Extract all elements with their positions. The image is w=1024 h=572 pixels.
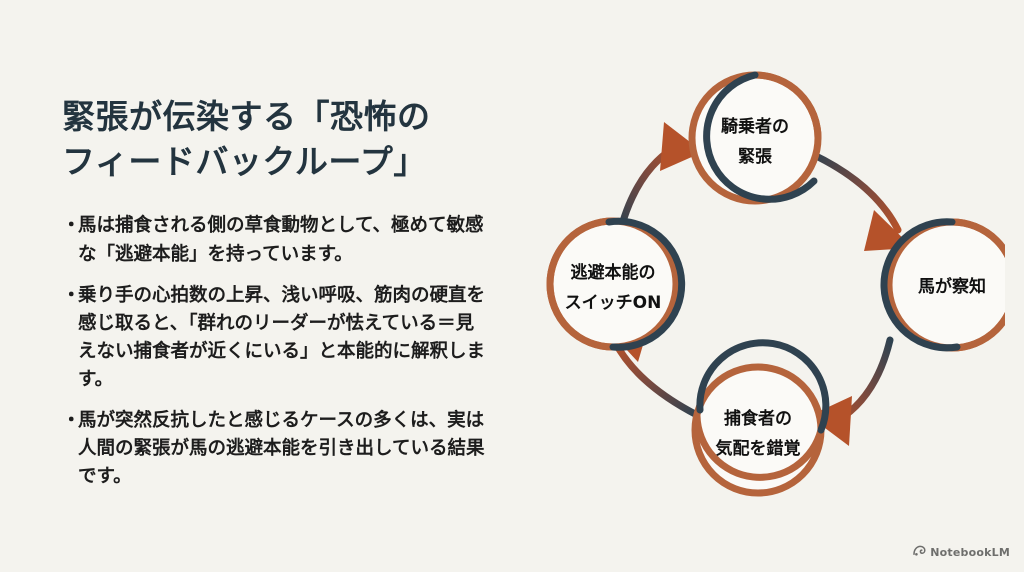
node-bottom-line-1: 捕食者の [724, 408, 792, 429]
node-bottom[interactable]: 捕食者の 気配を錯覚 [691, 339, 830, 497]
node-bottom-line-2: 気配を錯覚 [715, 438, 801, 459]
text-content-column: 緊張が伝染する「恐怖の フィードバックループ」 ・ 馬は捕食される側の草食動物と… [62, 96, 492, 491]
list-item-text: 馬が突然反抗したと感じるケースの多くは、実は人間の緊張が馬の逃避本能を引き出して… [78, 410, 485, 488]
bullet-marker: ・ [62, 410, 81, 432]
list-item: ・ 馬が突然反抗したと感じるケースの多くは、実は人間の緊張が馬の逃避本能を引き出… [62, 407, 492, 491]
bullet-marker: ・ [62, 284, 81, 306]
feedback-loop-diagram: 騎乗者の 緊張 馬が察知 捕食者の 気配を錯覚 [505, 34, 1005, 534]
list-item-text: 乗り手の心拍数の上昇、浅い呼吸、筋肉の硬直を感じ取ると、「群れのリーダーが怯えて… [78, 284, 486, 390]
node-left-line-1: 逃避本能の [571, 262, 656, 283]
list-item: ・ 馬は捕食される側の草食動物として、極めて敏感な「逃避本能」を持っています。 [62, 212, 492, 268]
bullet-marker: ・ [62, 215, 81, 237]
arrow-left-to-top [617, 122, 703, 232]
node-right[interactable]: 馬が察知 [880, 218, 1005, 352]
arrow-top-to-right [808, 150, 913, 251]
list-item: ・ 乗り手の心拍数の上昇、浅い呼吸、筋肉の硬直を感じ取ると、「群れのリーダーが怯… [62, 282, 492, 394]
watermark: NotebookLM [913, 543, 1010, 561]
node-right-line-1: 馬が察知 [918, 276, 986, 297]
watermark-label: NotebookLM [930, 545, 1010, 559]
node-top-line-1: 騎乗者の [721, 116, 789, 137]
node-left-line-2: スイッチON [565, 293, 662, 313]
page-title: 緊張が伝染する「恐怖の フィードバックループ」 [62, 100, 431, 182]
list-item-text: 馬は捕食される側の草食動物として、極めて敏感な「逃避本能」を持っています。 [78, 215, 484, 265]
notebooklm-logo-icon [913, 543, 926, 561]
node-left[interactable]: 逃避本能の スイッチON [546, 217, 686, 351]
bullet-list: ・ 馬は捕食される側の草食動物として、極めて敏感な「逃避本能」を持っています。 … [62, 212, 492, 491]
node-top-line-2: 緊張 [738, 147, 773, 167]
arrow-right-to-bottom [809, 336, 894, 446]
node-top[interactable]: 騎乗者の 緊張 [688, 71, 822, 205]
